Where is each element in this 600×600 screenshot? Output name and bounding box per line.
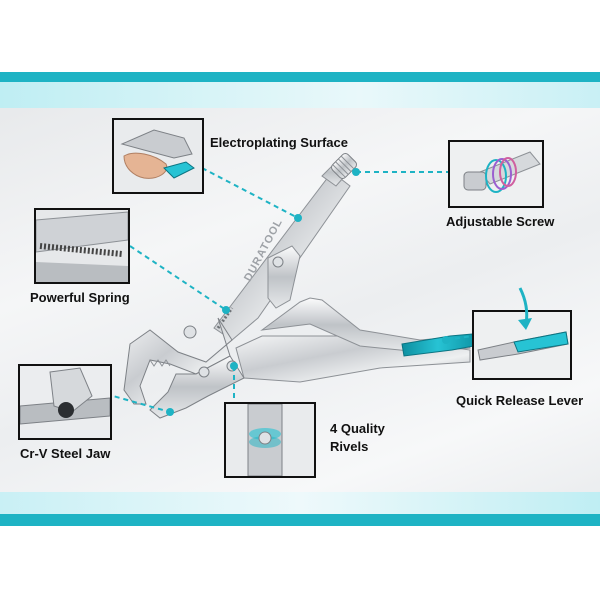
connector-spring (129, 245, 227, 311)
label-release-lever: Quick Release Lever (456, 393, 584, 408)
rivet (272, 256, 284, 268)
top-accent-band (0, 72, 600, 82)
bottom-light-band (0, 492, 600, 514)
connector-jaw (105, 393, 171, 413)
hand-holding-pliers-image (114, 120, 202, 192)
rivet (198, 366, 210, 378)
inset-rivels (224, 402, 316, 478)
inset-spring (34, 208, 130, 284)
lower-jaw (149, 355, 245, 419)
connector-dot (166, 408, 174, 416)
toggle-link (267, 245, 301, 309)
connector-dot (442, 336, 450, 344)
connector-electroplating (201, 167, 299, 219)
label-rivels: 4 Quality Rivels (330, 420, 385, 456)
upper-jaw (123, 317, 233, 405)
label-adjustable-screw: Adjustable Screw (446, 214, 555, 229)
label-jaw: Cr-V Steel Jaw (20, 446, 111, 461)
jaw-gripping-pipe-image (20, 366, 110, 438)
label-electroplating: Electroplating Surface (210, 135, 348, 150)
adjustable-screw-image (450, 142, 542, 206)
rivet (183, 325, 197, 339)
spring-closeup-image (36, 210, 128, 282)
jaw-teeth (149, 359, 171, 367)
release-lever-closeup-image (474, 312, 570, 378)
rivets-closeup-image (226, 404, 314, 476)
connector-dot (230, 362, 238, 370)
label-rivels-line1: 4 Quality (330, 421, 385, 436)
connector-lever (445, 335, 473, 341)
inset-adjustable-screw (448, 140, 544, 208)
top-light-band (0, 82, 600, 108)
bottom-accent-band (0, 514, 600, 526)
knurled-knob (331, 153, 357, 179)
inset-jaw (18, 364, 112, 440)
inset-electroplating (112, 118, 204, 194)
label-spring: Powerful Spring (30, 290, 130, 305)
label-rivels-line2: Rivels (330, 439, 369, 454)
inset-release-lever (472, 310, 572, 380)
connector-dot (352, 168, 360, 176)
connector-dot (294, 214, 302, 222)
connector-dot (222, 306, 230, 314)
